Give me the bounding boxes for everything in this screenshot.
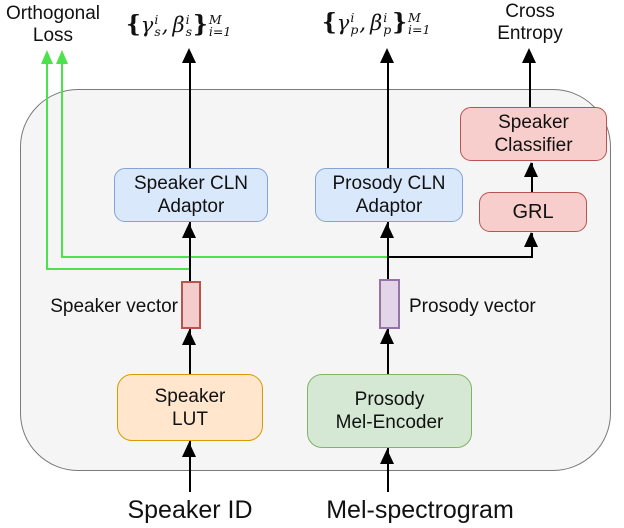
prosody-gamma-output-arrowhead [380, 48, 394, 63]
cross-entropy-label: Cross Entropy [474, 1, 586, 45]
speaker-vector-in-arrowhead [182, 330, 196, 345]
speaker-cln-adaptor-box: Speaker CLN Adaptor [114, 168, 268, 222]
speaker-gamma-output-line [189, 52, 191, 168]
orthogonal-loss-line-prosody [61, 54, 63, 258]
mel-encoder-label-line2: Mel-Encoder [335, 412, 444, 433]
comma: , [161, 12, 169, 37]
prosody-cln-label-line2: Adaptor [355, 196, 423, 217]
encoder-to-vector-line [387, 329, 389, 374]
orthogonal-loss-line1: Orthogonal [5, 3, 100, 24]
speaker-gamma-output-arrowhead [182, 48, 196, 63]
orthogonal-loss-line2: Loss [32, 25, 74, 46]
speaker-cln-label-line2: Adaptor [157, 196, 225, 217]
speaker-vector-rect [181, 281, 201, 329]
orthogonal-loss-hline-prosody [61, 256, 389, 258]
prosody-gamma-output-line [387, 52, 389, 168]
comma: , [359, 10, 367, 35]
speaker-classifier-label-line2: Classifier [494, 135, 573, 156]
lut-to-vector-line [189, 329, 191, 374]
grl-box: GRL [479, 192, 587, 232]
speaker-id-input-line [189, 441, 191, 492]
mel-spectrogram-input-line [387, 448, 389, 492]
orthogonal-loss-arrowhead-1 [41, 50, 53, 64]
speaker-classifier-box: Speaker Classifier [460, 107, 607, 161]
open-brace: { [126, 11, 141, 38]
close-brace: } [193, 11, 208, 38]
open-brace: { [322, 9, 337, 36]
cross-entropy-line2: Entropy [497, 23, 563, 44]
grl-label: GRL [512, 200, 554, 223]
orthogonal-loss-label: Orthogonal Loss [0, 3, 109, 47]
prosody-mel-encoder-box: Prosody Mel-Encoder [307, 374, 472, 448]
orthogonal-loss-arrowhead-2 [56, 50, 68, 64]
prosody-vector-in-arrowhead [380, 329, 394, 344]
speaker-lut-label-line1: Speaker [154, 385, 226, 407]
grl-to-classifier-line [531, 163, 533, 192]
cross-entropy-line [529, 52, 531, 107]
speaker-vector-label: Speaker vector [50, 296, 178, 317]
close-brace: } [392, 9, 408, 36]
prosody-vector-label: Prosody vector [409, 296, 536, 317]
speaker-id-label: Speaker ID [127, 496, 253, 524]
speaker-classifier-label-line1: Speaker [498, 112, 569, 133]
cross-entropy-arrowhead [522, 48, 536, 63]
beta-symbol: β [172, 12, 185, 37]
orthogonal-loss-line-speaker [46, 54, 48, 270]
prosody-vector-to-adaptor-line [387, 222, 389, 279]
speaker-lut-in-arrowhead [182, 442, 196, 457]
encoder-in-arrowhead [380, 449, 394, 464]
speaker-vector-to-adaptor-line [189, 222, 191, 281]
classifier-in-arrowhead [524, 162, 538, 177]
mel-encoder-label-line1: Prosody [354, 389, 425, 410]
mel-spectrogram-label: Mel-spectrogram [326, 496, 514, 524]
prosody-cln-adaptor-box: Prosody CLN Adaptor [315, 168, 463, 222]
orthogonal-loss-hline-speaker [46, 268, 191, 270]
gamma-symbol: γ [336, 10, 350, 35]
prosody-to-grl-hline [387, 256, 533, 258]
speaker-lut-label-line2: LUT [172, 408, 208, 430]
prosody-vector-rect [379, 279, 400, 329]
cross-entropy-line1: Cross [505, 1, 555, 22]
speaker-lut-box: Speaker LUT [117, 374, 263, 441]
gamma-symbol: γ [140, 12, 154, 37]
speaker-cln-label-line1: Speaker CLN [133, 173, 249, 194]
prosody-adaptor-in-arrowhead [380, 223, 394, 238]
grl-in-arrowhead [524, 232, 538, 247]
prosody-cln-label-line1: Prosody CLN [332, 173, 446, 194]
speaker-adaptor-in-arrowhead [182, 223, 196, 238]
beta-symbol: β [370, 10, 383, 35]
